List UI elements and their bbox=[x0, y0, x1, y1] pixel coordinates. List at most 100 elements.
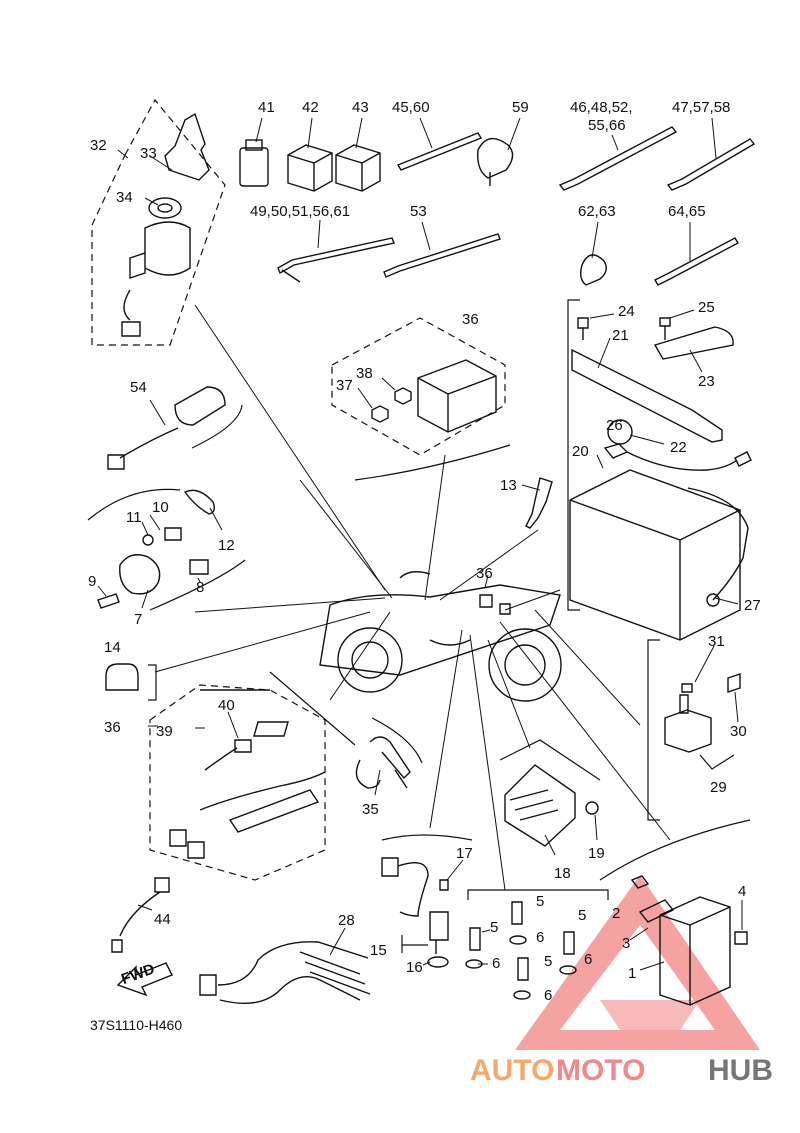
group-1-4-control-unit bbox=[599, 819, 751, 1006]
part-64-65-cable-tie bbox=[654, 222, 739, 286]
part-46-48-52-55-66-cable-tie bbox=[558, 126, 678, 191]
callout-l41: 41 bbox=[258, 99, 275, 116]
callout-l17: 17 bbox=[456, 845, 473, 862]
part-54-sensor bbox=[107, 386, 243, 470]
callout-l28: 28 bbox=[338, 912, 355, 929]
callout-l2: 2 bbox=[612, 905, 620, 922]
callout-l14: 14 bbox=[104, 639, 121, 656]
callout-l36b: 36 bbox=[476, 565, 493, 582]
callout-l54: 54 bbox=[130, 379, 147, 396]
callout-l53: 53 bbox=[410, 203, 427, 220]
group-36-ecu bbox=[331, 317, 511, 481]
watermark-logo bbox=[515, 875, 760, 1050]
part-49-61-cable-tie bbox=[277, 219, 395, 283]
fwd-arrow bbox=[116, 962, 173, 997]
callout-l26: 26 bbox=[606, 417, 623, 434]
callout-l40: 40 bbox=[218, 697, 235, 714]
part-42-relay bbox=[287, 117, 333, 192]
callout-l11: 11 bbox=[126, 509, 142, 526]
callout-l38: 38 bbox=[356, 365, 373, 382]
part-41-connector bbox=[239, 117, 269, 187]
callout-l4: 4 bbox=[738, 883, 746, 900]
callout-l12: 12 bbox=[218, 537, 235, 554]
callout-l36a: 36 bbox=[462, 311, 479, 328]
part-43-relay bbox=[335, 117, 381, 192]
callout-l9: 9 bbox=[88, 573, 96, 590]
callout-l4961: 49,50,51,56,61 bbox=[250, 203, 350, 220]
callout-l29: 29 bbox=[710, 779, 727, 796]
callout-l16: 16 bbox=[406, 959, 423, 976]
watermark-text: AUTO MOTO HUB bbox=[470, 1054, 773, 1087]
callout-l475758: 47,57,58 bbox=[672, 99, 730, 116]
watermark-text-moto: MOTO bbox=[556, 1054, 645, 1087]
callout-l6a: 6 bbox=[536, 929, 544, 946]
callout-l4560: 45,60 bbox=[392, 99, 430, 116]
diagram-code: 37S1110-H460 bbox=[90, 1017, 182, 1033]
callout-l20: 20 bbox=[572, 443, 589, 460]
callout-l3: 3 bbox=[622, 935, 630, 952]
callout-l18: 18 bbox=[554, 865, 571, 882]
callout-l34: 34 bbox=[116, 189, 133, 206]
callout-l6c: 6 bbox=[584, 951, 592, 968]
part-45-60-cable-tie bbox=[396, 117, 483, 171]
part-35-sensor bbox=[355, 717, 423, 796]
callout-l10: 10 bbox=[152, 499, 169, 516]
part-59-clamp bbox=[477, 117, 521, 186]
part-47-57-58-cable-tie bbox=[666, 117, 756, 191]
callout-l5b: 5 bbox=[578, 907, 586, 924]
callout-l22: 22 bbox=[670, 439, 687, 456]
group-36-39-40-harness bbox=[148, 671, 356, 881]
callout-l32: 32 bbox=[90, 137, 107, 154]
part-13-spark-plug bbox=[521, 477, 553, 529]
group-5-6-fittings bbox=[465, 889, 609, 1000]
callout-l8: 8 bbox=[196, 579, 204, 596]
group-21-25-bracket bbox=[567, 299, 734, 611]
callout-l6b: 6 bbox=[492, 955, 500, 972]
atv-vehicle-outline bbox=[319, 571, 562, 702]
callout-l5a: 5 bbox=[536, 893, 544, 910]
callout-l23: 23 bbox=[698, 373, 715, 390]
atv-leader-lines bbox=[154, 304, 671, 891]
part-20-battery bbox=[569, 443, 752, 641]
callout-l31: 31 bbox=[708, 633, 725, 650]
callout-l19: 19 bbox=[588, 845, 605, 862]
callout-l30: 30 bbox=[730, 723, 747, 740]
callout-l35: 35 bbox=[362, 801, 379, 818]
callout-l1: 1 bbox=[628, 965, 636, 982]
part-18-rectifier bbox=[499, 739, 601, 856]
callout-l6d: 6 bbox=[544, 987, 552, 1004]
callout-l13: 13 bbox=[500, 477, 517, 494]
callout-l5c: 5 bbox=[490, 919, 498, 936]
callout-l39: 39 bbox=[156, 723, 173, 740]
callout-l7: 7 bbox=[134, 611, 142, 628]
callout-l6465: 64,65 bbox=[668, 203, 706, 220]
callout-l15: 15 bbox=[370, 942, 387, 959]
callout-l44: 44 bbox=[154, 911, 171, 928]
part-15-17-sensor bbox=[381, 834, 473, 968]
callout-l6263: 62,63 bbox=[578, 203, 616, 220]
part-62-63-clip bbox=[579, 221, 607, 286]
group-29-31-relay bbox=[647, 639, 741, 821]
part-28-wire-harness bbox=[199, 927, 371, 1005]
callout-l36c: 36 bbox=[104, 719, 121, 736]
callout-l5d: 5 bbox=[544, 953, 552, 970]
callout-l21: 21 bbox=[612, 327, 629, 344]
part-44-lead-wire bbox=[111, 877, 170, 953]
callout-l25: 25 bbox=[698, 299, 715, 316]
callout-l59: 59 bbox=[512, 99, 529, 116]
callout-l24: 24 bbox=[618, 303, 635, 320]
callout-l37: 37 bbox=[336, 377, 353, 394]
callout-l33: 33 bbox=[140, 145, 157, 162]
callout-l5566: 55,66 bbox=[588, 117, 626, 134]
callout-l43: 43 bbox=[352, 99, 369, 116]
group-32-main-switch bbox=[91, 98, 226, 346]
callout-l27: 27 bbox=[744, 597, 761, 614]
part-53-cable-tie bbox=[383, 221, 501, 278]
callout-l464852: 46,48,52, bbox=[570, 99, 633, 116]
watermark-text-hub: HUB bbox=[708, 1054, 773, 1087]
group-7-12-solenoid bbox=[87, 488, 246, 611]
callout-l42: 42 bbox=[302, 99, 319, 116]
watermark-text-auto: AUTO bbox=[470, 1054, 554, 1087]
